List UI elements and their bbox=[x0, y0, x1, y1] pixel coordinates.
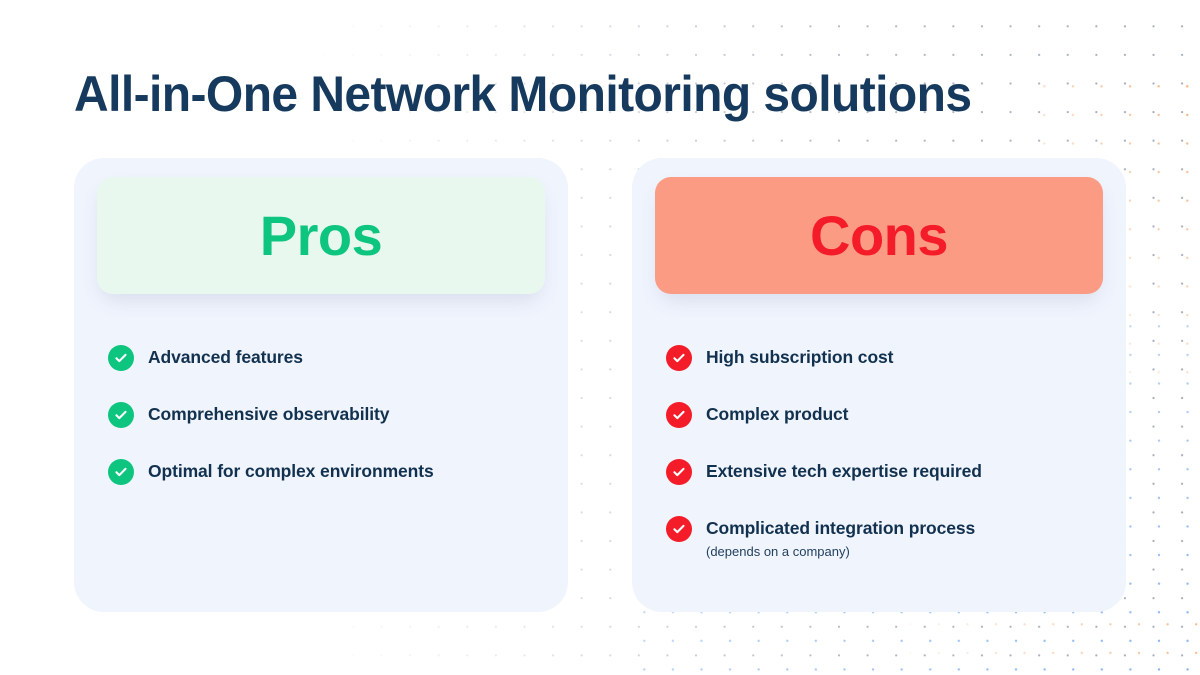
list-item: Extensive tech expertise required bbox=[666, 458, 1106, 485]
list-item-text: Complicated integration process (depends… bbox=[706, 515, 975, 562]
list-item: Comprehensive observability bbox=[108, 401, 548, 428]
check-circle-icon bbox=[108, 345, 134, 371]
check-circle-icon bbox=[666, 345, 692, 371]
list-item: Complicated integration process (depends… bbox=[666, 515, 1106, 562]
page-title: All-in-One Network Monitoring solutions bbox=[74, 66, 972, 122]
check-circle-icon bbox=[108, 459, 134, 485]
list-item-text: Comprehensive observability bbox=[148, 401, 390, 426]
pros-card: Pros Advanced features bbox=[74, 158, 568, 612]
list-item: Complex product bbox=[666, 401, 1106, 428]
cons-header: Cons bbox=[655, 177, 1103, 294]
list-item-label: Advanced features bbox=[148, 347, 303, 367]
list-item-label: High subscription cost bbox=[706, 347, 894, 367]
list-item-text: Advanced features bbox=[148, 344, 303, 369]
list-item-label: Extensive tech expertise required bbox=[706, 461, 982, 481]
list-item-label: Complicated integration process bbox=[706, 518, 976, 538]
list-item-text: Extensive tech expertise required bbox=[706, 458, 982, 483]
list-item-note: (depends on a company) bbox=[706, 544, 850, 559]
list-item-text: Optimal for complex environments bbox=[148, 458, 434, 483]
pros-list: Advanced features Comprehensive observab… bbox=[108, 344, 548, 485]
list-item-label: Optimal for complex environments bbox=[148, 461, 434, 481]
list-item-text: High subscription cost bbox=[706, 344, 894, 369]
pros-header: Pros bbox=[97, 177, 545, 294]
list-item-label: Comprehensive observability bbox=[148, 404, 390, 424]
list-item: High subscription cost bbox=[666, 344, 1106, 371]
cons-card: Cons High subscription cost bbox=[632, 158, 1126, 612]
check-circle-icon bbox=[666, 459, 692, 485]
list-item: Advanced features bbox=[108, 344, 548, 371]
list-item: Optimal for complex environments bbox=[108, 458, 548, 485]
cons-list: High subscription cost Complex product bbox=[666, 344, 1106, 562]
cons-header-label: Cons bbox=[810, 203, 949, 267]
check-circle-icon bbox=[666, 402, 692, 428]
list-item-text: Complex product bbox=[706, 401, 849, 426]
check-circle-icon bbox=[108, 402, 134, 428]
list-item-label: Complex product bbox=[706, 404, 849, 424]
check-circle-icon bbox=[666, 516, 692, 542]
pros-header-label: Pros bbox=[259, 203, 383, 267]
